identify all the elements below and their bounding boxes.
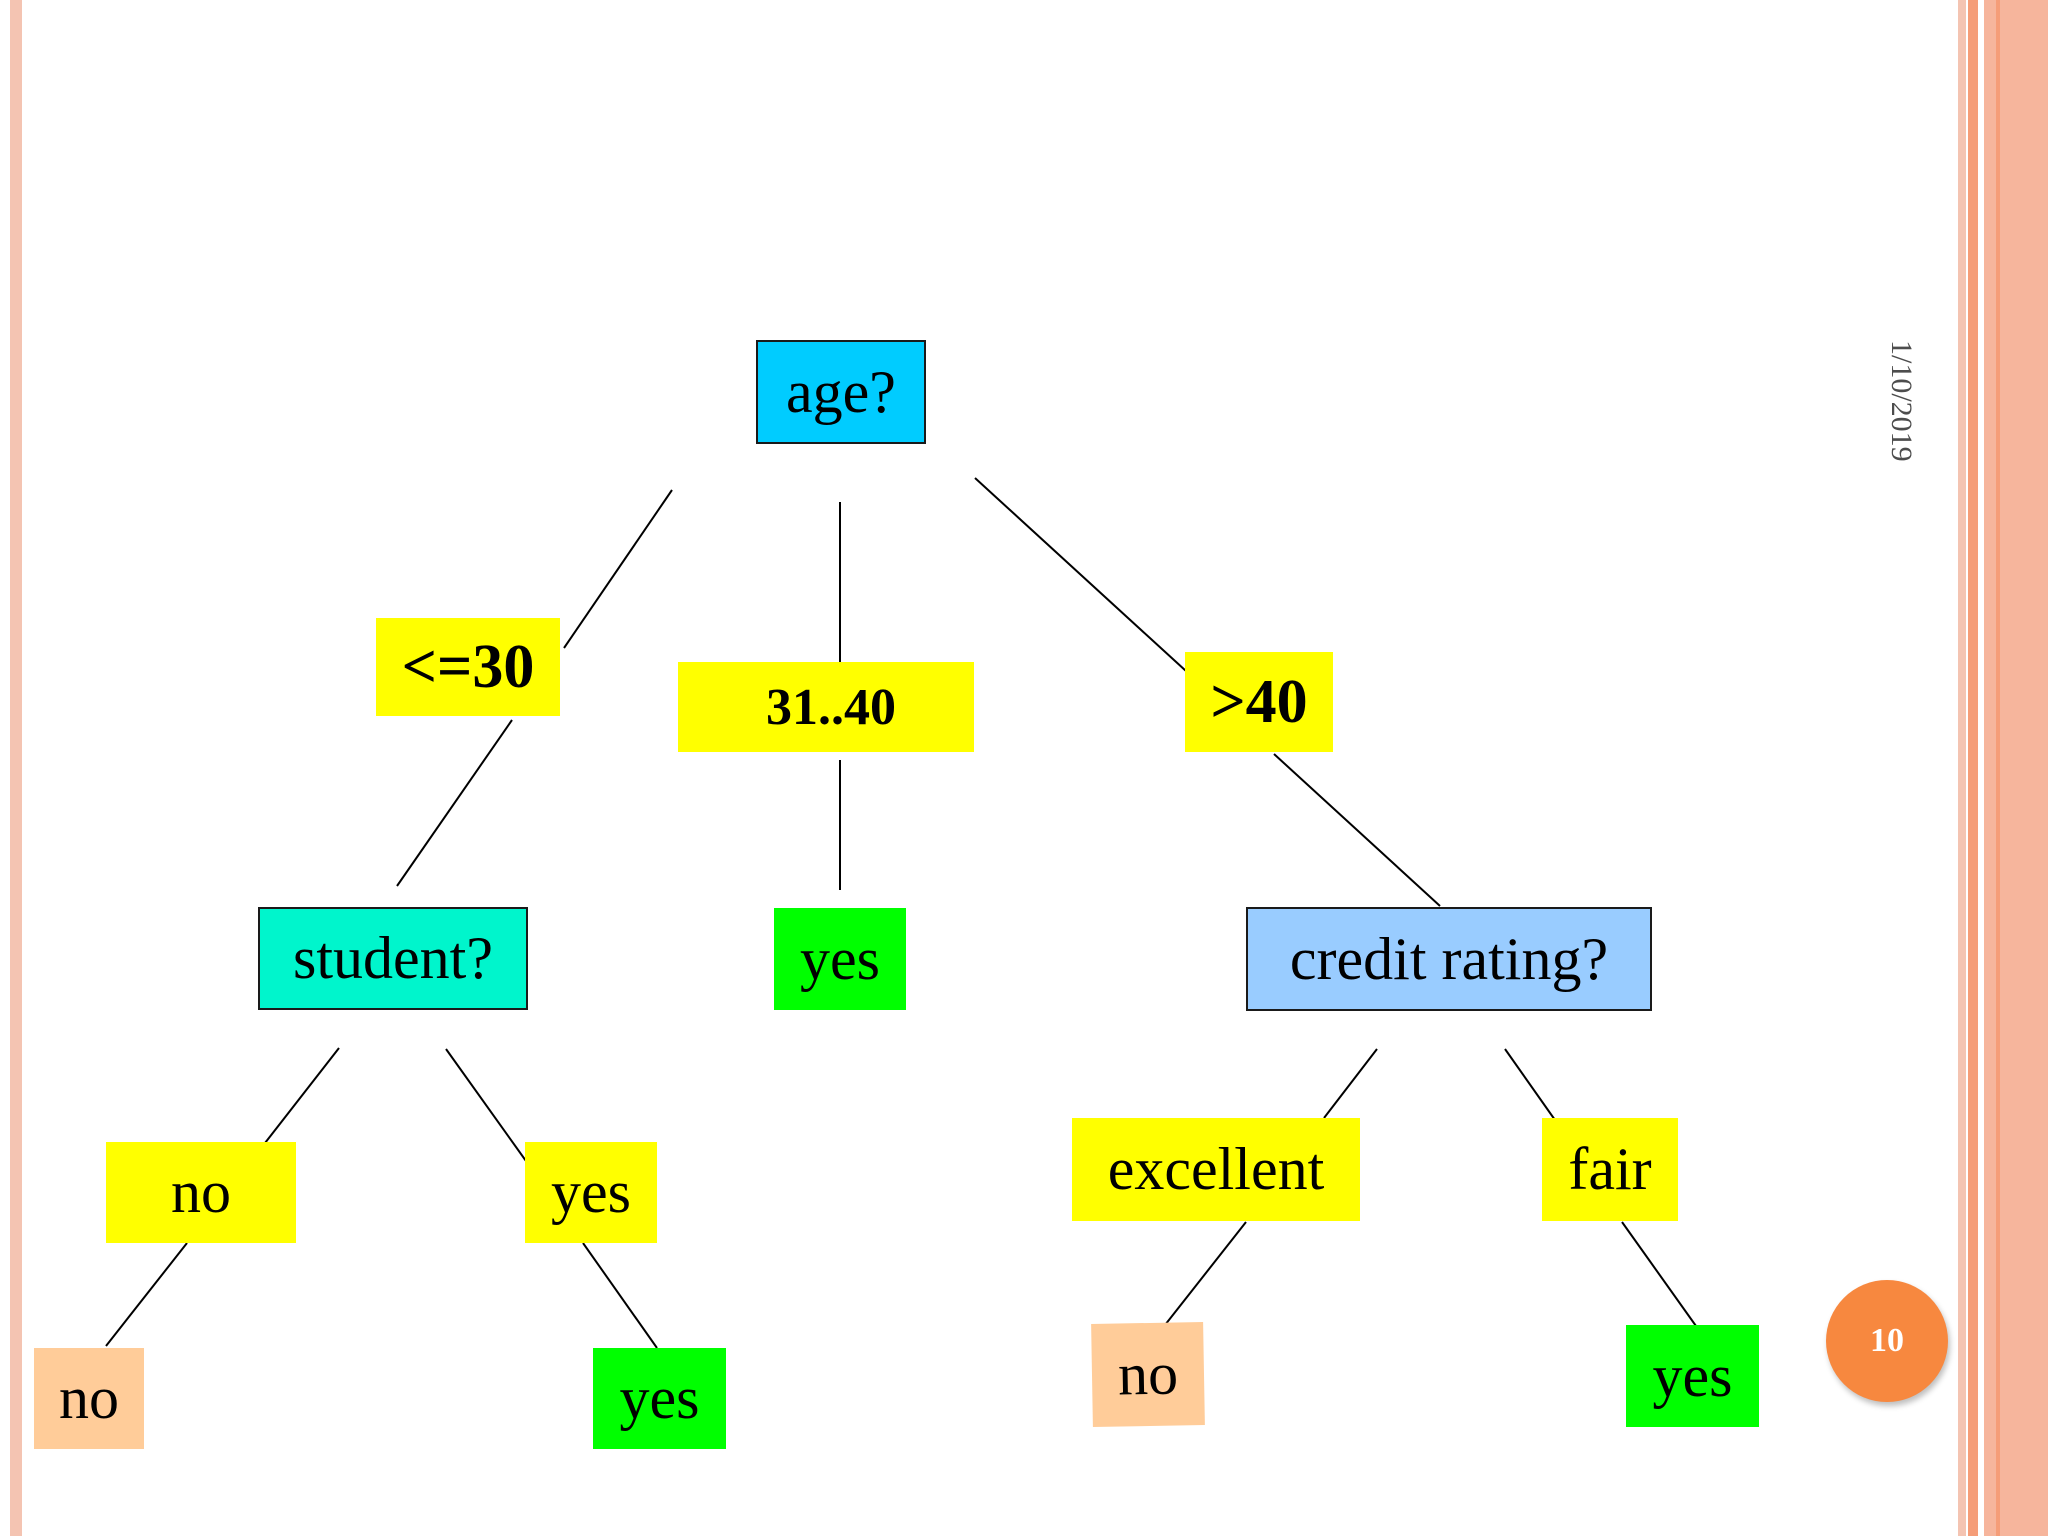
right-frame-band-line — [1996, 0, 2000, 1536]
edge-credit-excellent — [1323, 1048, 1378, 1119]
edge-gt40-credit — [1273, 753, 1441, 907]
edge-age-le30 — [563, 489, 673, 649]
page-number-badge: 10 — [1826, 1280, 1948, 1402]
edge-no-leaf — [105, 1242, 188, 1347]
slide-date: 1/10/2019 — [1885, 340, 1918, 462]
node-age: age? — [756, 340, 926, 444]
edge-student-yes — [445, 1048, 527, 1162]
branch-credit-excellent: excellent — [1072, 1118, 1360, 1221]
edge-credit-fair — [1504, 1048, 1556, 1121]
left-frame-stripe — [10, 0, 22, 1536]
branch-le30: <=30 — [376, 618, 560, 716]
leaf-student-yes: yes — [593, 1348, 726, 1449]
edge-excellent-leaf — [1164, 1221, 1247, 1326]
node-student: student? — [258, 907, 528, 1010]
edge-fair-leaf — [1621, 1221, 1697, 1327]
branch-credit-fair: fair — [1542, 1118, 1678, 1221]
branch-student-no: no — [106, 1142, 296, 1243]
leaf-31-40-yes: yes — [774, 908, 906, 1010]
branch-gt40: >40 — [1185, 652, 1333, 752]
edge-le30-student — [396, 719, 513, 887]
leaf-credit-no: no — [1091, 1322, 1205, 1427]
right-frame-stripe-outer — [1958, 0, 1966, 1536]
branch-student-yes: yes — [525, 1142, 657, 1243]
branch-31-40: 31..40 — [678, 662, 974, 752]
node-credit-rating: credit rating? — [1246, 907, 1652, 1011]
right-frame-band — [1984, 0, 2048, 1536]
leaf-credit-yes: yes — [1626, 1325, 1759, 1427]
edge-yes-leaf — [582, 1242, 658, 1349]
leaf-student-no: no — [34, 1348, 144, 1449]
right-frame-stripe-inner — [1968, 0, 1978, 1536]
edge-student-no — [264, 1047, 340, 1144]
edge-age-gt40 — [974, 477, 1187, 672]
